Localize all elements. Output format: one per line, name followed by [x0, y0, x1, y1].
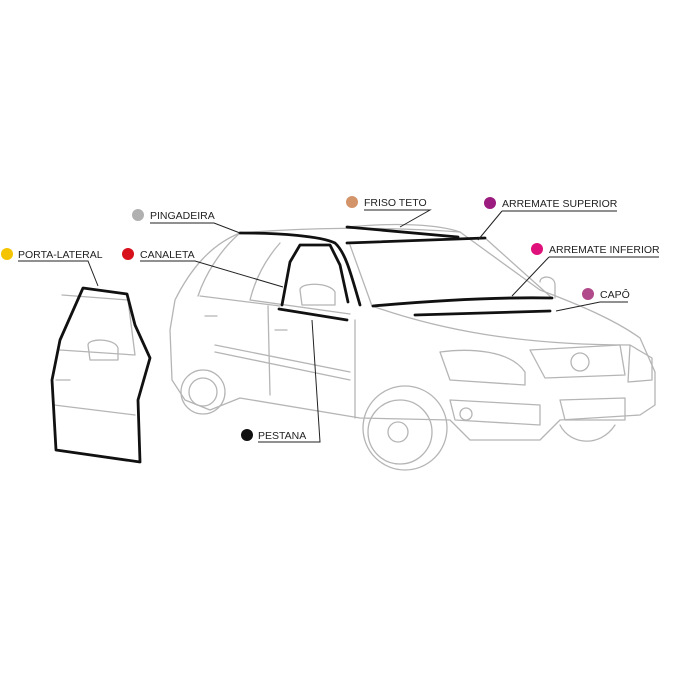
arremate-inferior-dot: [531, 243, 543, 255]
seal-capo: [413, 309, 552, 317]
car-body: [53, 223, 656, 471]
seal-friso-teto: [345, 225, 460, 239]
leader-lines: [18, 209, 659, 443]
seals: [50, 225, 554, 464]
pingadeira-dot: [132, 209, 144, 221]
label-canaleta: CANALETA: [140, 249, 195, 261]
label-arremate-superior: ARREMATE SUPERIOR: [502, 198, 618, 210]
label-pingadeira: PINGADEIRA: [150, 210, 215, 222]
seal-pingadeira: [238, 231, 362, 307]
label-porta-lateral: PORTA-LATERAL: [18, 249, 103, 261]
seal-arremate-superior: [345, 236, 487, 245]
porta-lateral-dot: [1, 248, 13, 260]
seal-pestana: [277, 307, 349, 322]
friso-teto-dot: [346, 196, 358, 208]
label-pestana: PESTANA: [258, 430, 306, 442]
label-arremate-inferior: ARREMATE INFERIOR: [549, 244, 660, 256]
label-capo: CAPÔ: [600, 288, 630, 301]
capo-dot: [582, 288, 594, 300]
seal-arremate-inferior: [371, 296, 554, 308]
canaleta-dot: [122, 248, 134, 260]
arremate-superior-dot: [484, 197, 496, 209]
label-friso-teto: FRISO TETO: [364, 197, 427, 209]
seal-door: [50, 286, 152, 464]
seal-canaleta: [280, 243, 350, 307]
pestana-dot: [241, 429, 253, 441]
